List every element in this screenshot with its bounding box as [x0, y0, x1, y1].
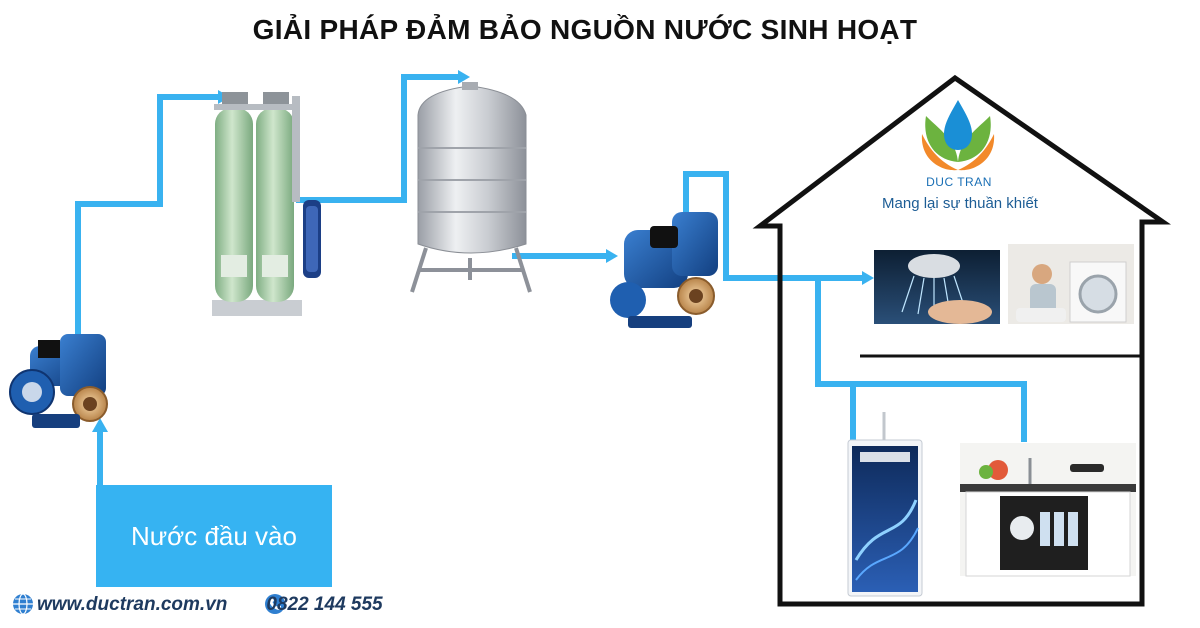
page-title: GIẢI PHÁP ĐẢM BẢO NGUỒN NƯỚC SINH HOẠT	[252, 14, 918, 45]
brand-slogan: Mang lại sự thuần khiết	[882, 195, 1038, 212]
laundry-photo	[1008, 244, 1134, 324]
phone-icon-spacer	[239, 594, 261, 616]
pipe-pump2-to-house	[683, 171, 868, 281]
pipe-pump1-to-filters	[75, 94, 222, 340]
house-walls	[752, 74, 1172, 607]
filter-tanks	[212, 92, 321, 316]
website-link[interactable]: www.ductran.com.vn	[37, 594, 228, 615]
water-drop-logo-icon	[921, 100, 995, 171]
water-pipes	[75, 74, 1027, 487]
arrowhead-up-pump1	[92, 418, 108, 432]
pump-booster	[610, 212, 718, 328]
water-purifier	[847, 412, 923, 597]
footer-contact: www.ductran.com.vn 0822 144 555	[10, 592, 383, 618]
arrowhead-right-shower	[862, 271, 874, 285]
pipe-branch-down	[815, 278, 1027, 442]
shower-photo	[874, 250, 1000, 324]
phone-number[interactable]: 0822 144 555	[266, 594, 383, 615]
globe-icon	[13, 593, 33, 615]
house-outline	[752, 74, 1172, 607]
water-input-box: Nước đầu vào	[96, 485, 332, 587]
arrowhead-right-pump2	[606, 249, 618, 263]
brand-name: DUC TRAN	[926, 175, 992, 189]
pipe-filters-to-tank	[296, 74, 465, 203]
stainless-steel-tank	[410, 82, 532, 293]
phone-icon	[265, 594, 285, 614]
globe-icon-spacer	[10, 594, 32, 616]
pump-inlet	[9, 334, 108, 428]
water-input-label: Nước đầu vào	[131, 520, 297, 551]
pipe-arrowheads	[92, 70, 874, 432]
arrowhead-right-tank	[458, 70, 470, 84]
kitchen-photo	[960, 443, 1136, 577]
